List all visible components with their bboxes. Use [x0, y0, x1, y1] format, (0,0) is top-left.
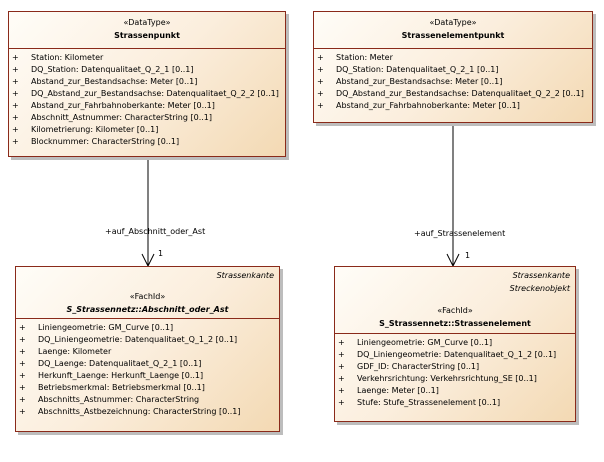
attribute-list: +Station: Meter +DQ_Station: Datenqualit… [314, 49, 592, 112]
attribute-item[interactable]: +Stufe: Stufe_Strassenelement [0..1] [338, 398, 501, 407]
attribute-list: +Station: Kilometer +DQ_Station: Datenqu… [9, 49, 285, 148]
class-header: Strassenkante Streckenobjekt «FachId» S_… [335, 267, 575, 334]
attribute-item[interactable]: +Herkunft_Laenge: Herkunft_Laenge [0..1] [19, 371, 204, 380]
attribute-item[interactable]: +Verkehrsrichtung: Verkehrsrichtung_SE [… [338, 374, 537, 383]
attribute-item[interactable]: +Station: Kilometer [12, 53, 104, 62]
attribute-item[interactable]: +Abschnitt_Astnummer: CharacterString [0… [12, 113, 212, 122]
attribute-item[interactable]: +Abschnitts_Astnummer: CharacterString [19, 395, 200, 404]
attribute-item[interactable]: +Abstand_zur_Fahrbahnoberkante: Meter [0… [317, 101, 520, 110]
class-name: Strassenelementpunkt [401, 31, 505, 40]
class-header: Strassenkante «FachId» S_Strassennetz::A… [16, 267, 279, 319]
attribute-item[interactable]: +Abstand_zur_Bestandsachse: Meter [0..1] [317, 77, 503, 86]
attribute-item[interactable]: +DQ_Liniengeometrie: Datenqualitaet_Q_1_… [338, 350, 557, 359]
attribute-item[interactable]: +Abschnitts_Astbezeichnung: CharacterStr… [19, 407, 241, 416]
attribute-item[interactable]: +Abstand_zur_Bestandsachse: Meter [0..1] [12, 77, 198, 86]
class-strassenelementpunkt[interactable]: «DataType» Strassenelementpunkt +Station… [313, 11, 593, 123]
class-tag-streckenobjekt: Streckenobjekt [509, 284, 570, 293]
attribute-item[interactable]: +Betriebsmerkmal: Betriebsmerkmal [0..1] [19, 383, 205, 392]
class-stereotype: «DataType» [123, 18, 171, 27]
class-stereotype: «FachId» [437, 306, 473, 315]
attribute-item[interactable]: +Liniengeometrie: GM_Curve [0..1] [338, 338, 493, 347]
class-strassenelement[interactable]: Strassenkante Streckenobjekt «FachId» S_… [334, 266, 576, 422]
attribute-item[interactable]: +DQ_Abstand_zur_Bestandsachse: Datenqual… [12, 89, 279, 98]
attribute-item[interactable]: +DQ_Station: Datenqualitaet_Q_2_1 [0..1] [317, 65, 499, 74]
attribute-item[interactable]: +DQ_Liniengeometrie: Datenqualitaet_Q_1_… [19, 335, 238, 344]
association-role-right: +auf_Strassenelement [414, 229, 506, 238]
class-header: «DataType» Strassenpunkt [9, 12, 285, 49]
class-header: «DataType» Strassenelementpunkt [314, 12, 592, 49]
association-multiplicity-left: 1 [158, 249, 164, 258]
class-stereotype: «FachId» [129, 292, 166, 301]
attribute-item[interactable]: +Station: Meter [317, 53, 393, 62]
class-abschnitt-oder-ast[interactable]: Strassenkante «FachId» S_Strassennetz::A… [15, 266, 280, 432]
class-tag: Strassenkante [216, 271, 274, 280]
attribute-item[interactable]: +Kilometrierung: Kilometer [0..1] [12, 125, 159, 134]
class-name: Strassenpunkt [114, 31, 180, 40]
attribute-item[interactable]: +Laenge: Kilometer [19, 347, 112, 356]
attribute-item[interactable]: +DQ_Abstand_zur_Bestandsachse: Datenqual… [317, 89, 584, 98]
attribute-item[interactable]: +GDF_ID: CharacterString [0..1] [338, 362, 480, 371]
class-name: S_Strassennetz::Abschnitt_oder_Ast [66, 305, 229, 314]
class-tag-strassenkante: Strassenkante [512, 271, 570, 280]
attribute-list: +Liniengeometrie: GM_Curve [0..1] +DQ_Li… [16, 319, 279, 418]
association-role-left: +auf_Abschnitt_oder_Ast [105, 227, 206, 236]
attribute-item[interactable]: +Laenge: Meter [0..1] [338, 386, 439, 395]
attribute-item[interactable]: +DQ_Laenge: Datenqualitaet_Q_2_1 [0..1] [19, 359, 202, 368]
attribute-item[interactable]: +Blocknummer: CharacterString [0..1] [12, 137, 180, 146]
class-strassenpunkt[interactable]: «DataType» Strassenpunkt +Station: Kilom… [8, 11, 286, 157]
attribute-item[interactable]: +Abstand_zur_Fahrbahnoberkante: Meter [0… [12, 101, 215, 110]
class-stereotype: «DataType» [429, 18, 477, 27]
attribute-list: +Liniengeometrie: GM_Curve [0..1] +DQ_Li… [335, 334, 575, 409]
attribute-item[interactable]: +DQ_Station: Datenqualitaet_Q_2_1 [0..1] [12, 65, 194, 74]
association-multiplicity-right: 1 [465, 251, 471, 260]
class-name: S_Strassennetz::Strassenelement [379, 319, 531, 328]
attribute-item[interactable]: +Liniengeometrie: GM_Curve [0..1] [19, 323, 174, 332]
